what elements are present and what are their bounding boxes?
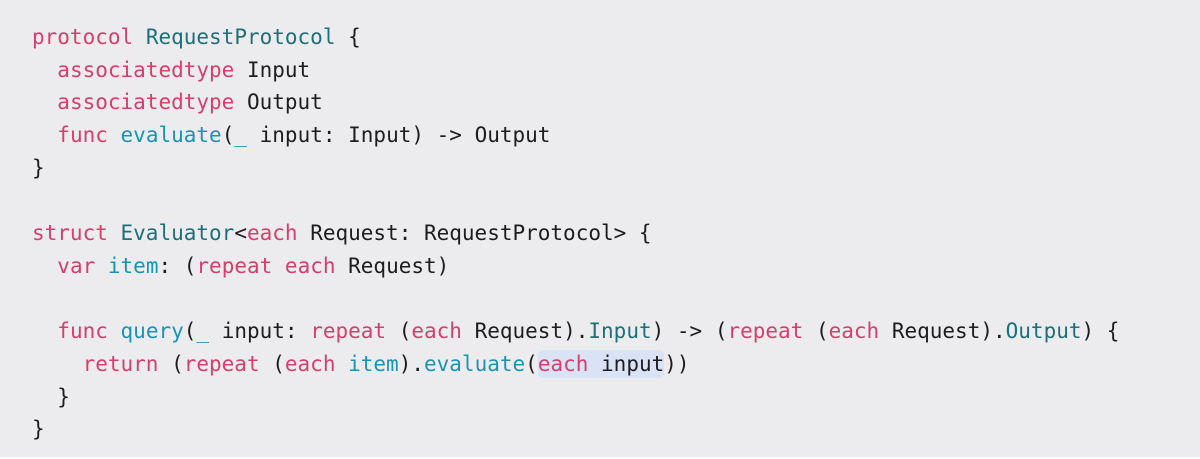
code-token-plain: } xyxy=(32,417,45,442)
code-token-plain: : ( xyxy=(158,253,197,278)
code-token-fn: _ xyxy=(196,319,210,344)
code-token-kw: struct xyxy=(32,221,108,246)
code-token-type: Output xyxy=(1005,319,1082,344)
code-token-kw: repeat xyxy=(727,319,804,344)
code-token-plain: Output xyxy=(234,90,323,115)
code-token-plain xyxy=(32,254,57,278)
code-token-kw: func xyxy=(57,123,108,148)
code-token-type: Evaluator xyxy=(120,221,235,246)
code-token-plain xyxy=(272,254,285,278)
code-token-plain: ) { xyxy=(1081,319,1120,344)
code-token-plain: Request). xyxy=(461,319,589,344)
code-token-plain: < xyxy=(234,221,247,246)
code-token-plain: } xyxy=(32,155,45,180)
code-token-plain: Input xyxy=(234,57,311,82)
code-token-kw: each xyxy=(828,319,880,344)
code-token-plain xyxy=(32,123,57,147)
code-line xyxy=(32,283,1119,316)
code-token-plain xyxy=(95,254,108,278)
code-token-type: Input xyxy=(588,319,652,344)
code-token-kw: associatedtype xyxy=(57,90,235,115)
code-token-plain: Request). xyxy=(879,319,1006,344)
code-token-plain xyxy=(32,352,83,376)
code-token-kw: each xyxy=(537,351,589,376)
code-line: return (repeat (each item).evaluate(each… xyxy=(32,348,1119,381)
code-line: associatedtype Input xyxy=(32,54,1119,87)
code-line: func query(_ input: repeat (each Request… xyxy=(32,315,1119,348)
code-token-plain: )) xyxy=(664,351,690,376)
code-token-kw: protocol xyxy=(32,25,134,49)
code-token-plain: ) -> ( xyxy=(651,319,728,344)
code-line: func evaluate(_ input: Input) -> Output xyxy=(32,119,1119,152)
code-token-plain xyxy=(32,319,57,343)
code-token-plain: ( xyxy=(386,319,412,344)
code-token-plain: input: Input) -> Output xyxy=(247,123,551,148)
code-token-plain: { xyxy=(335,25,361,49)
code-token-fn: evaluate xyxy=(120,123,222,148)
code-token-kw: func xyxy=(57,319,108,344)
code-line: } xyxy=(32,413,1119,446)
code-token-plain: ( xyxy=(803,319,829,344)
code-token-kw: return xyxy=(82,351,159,376)
code-token-kw: var xyxy=(57,253,96,278)
code-token-fn: evaluate xyxy=(424,351,526,376)
code-token-plain: Request: RequestProtocol> { xyxy=(297,221,652,246)
code-token-type: RequestProtocol xyxy=(145,25,336,49)
code-token-plain xyxy=(335,352,348,376)
code-line: protocol RequestProtocol { xyxy=(32,21,1119,54)
code-token-plain: ). xyxy=(398,351,424,376)
code-line: } xyxy=(32,381,1119,414)
code-token-fn: query xyxy=(120,319,184,344)
code-token-kw: each xyxy=(284,351,336,376)
code-token-fn: _ xyxy=(234,123,247,148)
code-token-fn: item xyxy=(348,351,399,376)
selection-highlight: each input xyxy=(537,349,665,378)
code-token-plain xyxy=(133,25,146,49)
code-token-plain: ( xyxy=(221,123,235,148)
code-token-plain: Request) xyxy=(335,253,450,278)
code-token-plain xyxy=(32,90,57,114)
code-token-plain xyxy=(108,221,121,245)
code-line: var item: (repeat each Request) xyxy=(32,250,1119,283)
code-token-kw: each xyxy=(411,319,462,344)
code-token-kw: repeat xyxy=(310,319,387,344)
code-token-plain: input xyxy=(588,351,665,376)
code-token-plain xyxy=(108,319,121,343)
code-token-plain xyxy=(108,123,121,147)
code-token-kw: each xyxy=(284,253,336,278)
code-line: associatedtype Output xyxy=(32,86,1119,119)
code-token-kw: each xyxy=(246,221,298,246)
code-token-plain xyxy=(32,58,57,82)
code-token-fn: item xyxy=(107,253,159,278)
code-token-plain: ( xyxy=(158,351,184,376)
code-token-plain: } xyxy=(32,384,70,409)
code-line xyxy=(32,184,1119,217)
code-token-kw: repeat xyxy=(183,351,260,376)
code-token-plain: ( xyxy=(259,351,285,376)
code-line: struct Evaluator<each Request: RequestPr… xyxy=(32,217,1119,250)
code-token-plain: ( xyxy=(525,351,538,376)
code-token-kw: associatedtype xyxy=(57,57,235,82)
code-block[interactable]: protocol RequestProtocol { associatedtyp… xyxy=(32,21,1119,446)
code-token-kw: repeat xyxy=(196,253,273,278)
code-token-plain: input: xyxy=(209,319,311,344)
code-token-plain: ( xyxy=(183,319,197,344)
code-line: } xyxy=(32,152,1119,185)
